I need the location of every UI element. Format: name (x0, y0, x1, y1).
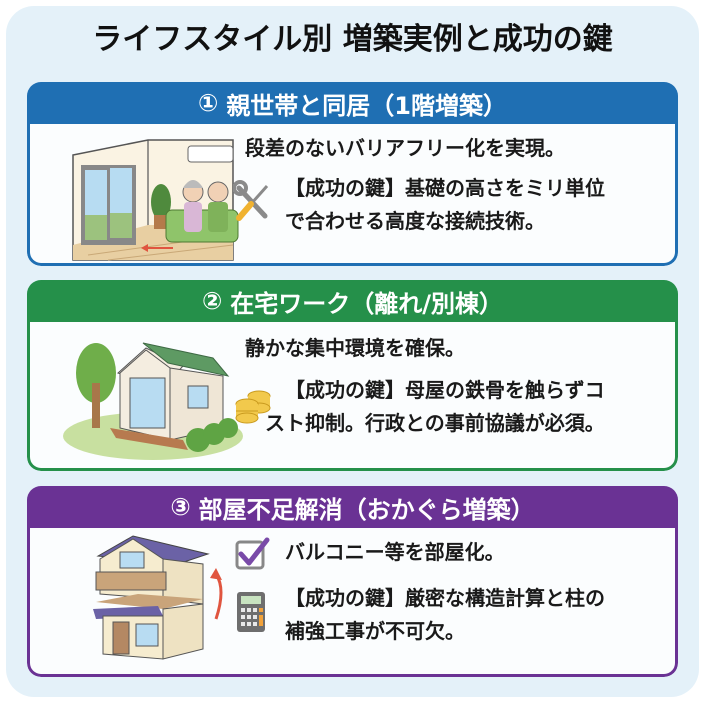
card-heading: 親世帯と同居（1階増築） (226, 91, 508, 120)
calculator-icon (237, 592, 265, 632)
success-key-line2: で合わせる高度な接続技術。 (285, 209, 545, 233)
card-body: 段差のないバリアフリー化を実現。 【成功の鍵】基礎の高さをミリ単位 で合わせる高… (27, 124, 678, 266)
success-key-line1: 【成功の鍵】基礎の高さをミリ単位 (285, 176, 605, 200)
card-number: ① (197, 89, 219, 117)
page-title: ライフスタイル別 増築実例と成功の鍵 (92, 22, 613, 57)
card-body: バルコニー等を部屋化。 【成功の鍵】厳密な構造計算と柱の 補強工事が不可欠。 (27, 528, 678, 677)
card-home-office: ② 在宅ワーク（離れ/別棟） 静かな集中環境を確保。 (27, 280, 678, 471)
card-header: ② 在宅ワーク（離れ/別棟） (27, 280, 678, 322)
wrench-screwdriver-icon (233, 180, 269, 221)
card-number: ② (201, 287, 223, 315)
card-point: 静かな集中環境を確保。 (245, 336, 465, 360)
success-key-line2: 補強工事が不可欠。 (285, 619, 465, 643)
success-key-line1: 【成功の鍵】厳密な構造計算と柱の (285, 586, 605, 610)
success-key-line2: スト抑制。行政との事前協議が必須。 (265, 411, 605, 435)
card-point: バルコニー等を部屋化。 (285, 540, 505, 564)
card-heading: 部屋不足解消（おかぐら増築） (198, 495, 535, 524)
coins-icon (235, 390, 271, 424)
checkbox-icon (235, 537, 270, 570)
card-point: 段差のないバリアフリー化を実現。 (245, 136, 565, 160)
card-room-shortage: ③ 部屋不足解消（おかぐら増築） バルコニー等を部屋化。 (27, 486, 678, 677)
card-body: 静かな集中環境を確保。 【成功の鍵】母屋の鉄骨を触らずコ スト抑制。行政との事前… (27, 322, 678, 471)
detached-cabin-office-illustration (63, 342, 243, 460)
card-header: ① 親世帯と同居（1階増築） (27, 82, 678, 124)
success-key-line1: 【成功の鍵】母屋の鉄骨を触らずコ (285, 378, 605, 402)
two-story-house-extension-illustration (93, 535, 223, 660)
card-parents-cohabitation: ① 親世帯と同居（1階増築） 段差のないバリアフリー化を実 (27, 82, 678, 266)
elderly-couple-living-room-illustration (72, 139, 239, 261)
card-number: ③ (170, 493, 191, 521)
card-heading: 在宅ワーク（離れ/別棟） (230, 289, 504, 318)
card-header: ③ 部屋不足解消（おかぐら増築） (27, 486, 678, 528)
